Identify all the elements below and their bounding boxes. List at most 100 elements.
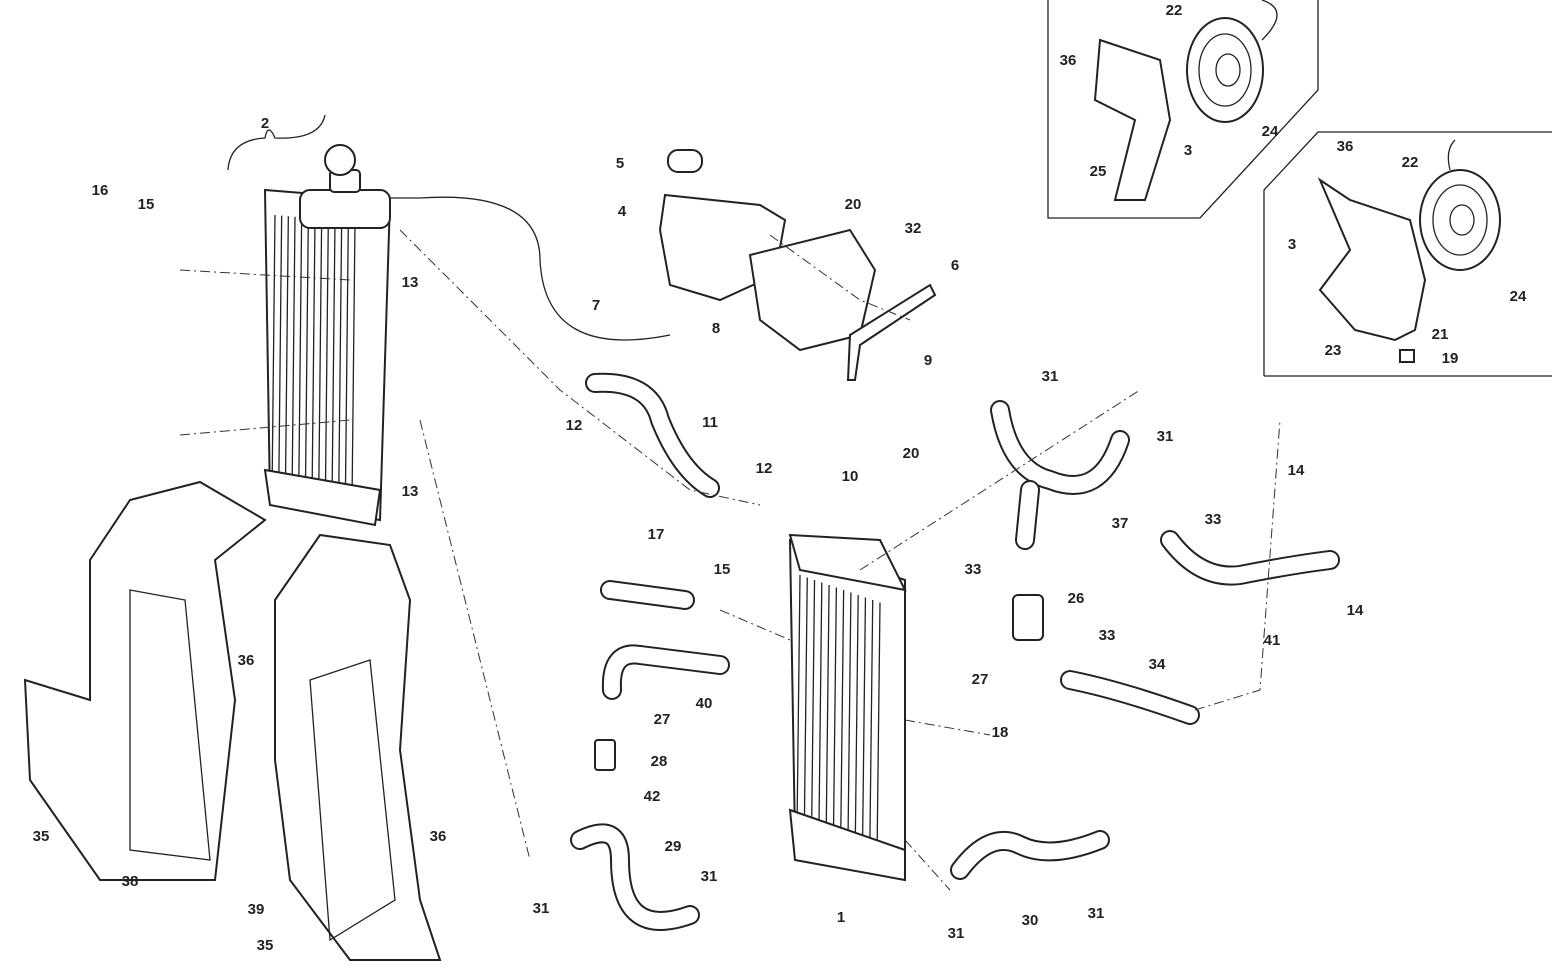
callout-22: 22 [1166, 2, 1183, 19]
inset-fan-1 [1047, 0, 1319, 219]
callout-27: 27 [972, 671, 989, 688]
callout-20: 20 [903, 445, 920, 462]
callout-10: 10 [842, 468, 859, 485]
callout-17: 17 [648, 526, 665, 543]
radiator-fin [271, 214, 276, 496]
callout-36: 36 [1060, 52, 1077, 69]
callout-15: 15 [714, 561, 731, 578]
grille-left [129, 589, 211, 861]
shroud-left [23, 480, 267, 881]
radiator-fin [825, 584, 830, 841]
inset-fan-2 [1263, 131, 1552, 377]
callout-30: 30 [1022, 912, 1039, 929]
callout-14: 14 [1347, 602, 1364, 619]
fan-assembly-2 [1317, 139, 1501, 363]
radiator-fin [284, 216, 289, 497]
radiator-fin [832, 587, 838, 843]
radiator-fin [291, 216, 296, 497]
callout-36: 36 [430, 828, 447, 845]
radiator-fin [818, 582, 823, 838]
callout-14: 14 [1288, 462, 1305, 479]
radiator-fin [344, 221, 349, 502]
radiator-fin [304, 217, 309, 499]
callout-31: 31 [1157, 428, 1174, 445]
assembly-lines [179, 229, 1281, 891]
hoses [390, 196, 1340, 931]
callout-42: 42 [644, 788, 661, 805]
bracket-brace-2 [227, 114, 326, 171]
callout-22: 22 [1402, 154, 1419, 171]
callout-32: 32 [905, 220, 922, 237]
callout-2: 2 [261, 115, 269, 132]
callout-37: 37 [1112, 515, 1129, 532]
callout-6: 6 [951, 257, 959, 274]
callout-21: 21 [1432, 326, 1449, 343]
radiator-fin [338, 220, 343, 502]
callout-31: 31 [533, 900, 550, 917]
radiator-fin [854, 594, 859, 851]
callout-31: 31 [1042, 368, 1059, 385]
callout-13: 13 [402, 483, 419, 500]
callout-34: 34 [1149, 656, 1166, 673]
callout-4: 4 [618, 203, 627, 220]
callout-28: 28 [651, 753, 668, 770]
callout-3: 3 [1288, 236, 1296, 253]
callout-33: 33 [965, 561, 982, 578]
callout-36: 36 [1337, 138, 1354, 155]
callout-26: 26 [1068, 590, 1085, 607]
callout-7: 7 [592, 297, 600, 314]
radiator-fin [803, 577, 808, 833]
radiator-fin [318, 219, 323, 500]
callout-33: 33 [1099, 627, 1116, 644]
tank-cap [667, 149, 703, 173]
radiator-right [788, 533, 907, 882]
radiator-fin [298, 217, 303, 498]
callout-5: 5 [616, 155, 624, 172]
callout-12: 12 [566, 417, 583, 434]
callout-33: 33 [1205, 511, 1222, 528]
callout-35: 35 [257, 937, 274, 954]
radiator-fin [796, 574, 801, 831]
callout-23: 23 [1325, 342, 1342, 359]
callout-39: 39 [248, 901, 265, 918]
radiator-fin [331, 220, 336, 501]
callout-27: 27 [654, 711, 671, 728]
radiator-fin [861, 597, 867, 853]
callout-38: 38 [122, 873, 139, 890]
radiator-left [263, 144, 392, 527]
radiator-fin [876, 602, 881, 858]
callout-31: 31 [948, 925, 965, 942]
callout-3: 3 [1184, 142, 1192, 159]
bracket [846, 283, 937, 381]
callout-25: 25 [1090, 163, 1107, 180]
callout-41: 41 [1264, 632, 1281, 649]
callout-35: 35 [33, 828, 50, 845]
callout-8: 8 [712, 320, 720, 337]
radiator-fin [847, 592, 852, 848]
callout-24: 24 [1510, 288, 1527, 305]
shroud-right [274, 533, 442, 961]
callout-1: 1 [837, 909, 845, 926]
radiator-fin [810, 579, 816, 836]
callout-36: 36 [238, 652, 255, 669]
callout-13: 13 [402, 274, 419, 291]
callout-20: 20 [845, 196, 862, 213]
callout-9: 9 [924, 352, 932, 369]
callout-19: 19 [1442, 350, 1459, 367]
callout-11: 11 [702, 414, 718, 431]
callout-15: 15 [138, 196, 155, 213]
radiator-fin [869, 599, 874, 856]
callout-31: 31 [1088, 905, 1105, 922]
callout-24: 24 [1262, 123, 1279, 140]
radiator-fin [839, 589, 845, 846]
callout-18: 18 [992, 724, 1009, 741]
callout-12: 12 [756, 460, 773, 477]
callout-31: 31 [701, 868, 718, 885]
fan-assembly-1 [1093, 0, 1278, 201]
radiator-fin [278, 215, 283, 496]
radiator-fin [351, 222, 356, 503]
radiator-fin [324, 219, 329, 500]
callout-29: 29 [665, 838, 682, 855]
